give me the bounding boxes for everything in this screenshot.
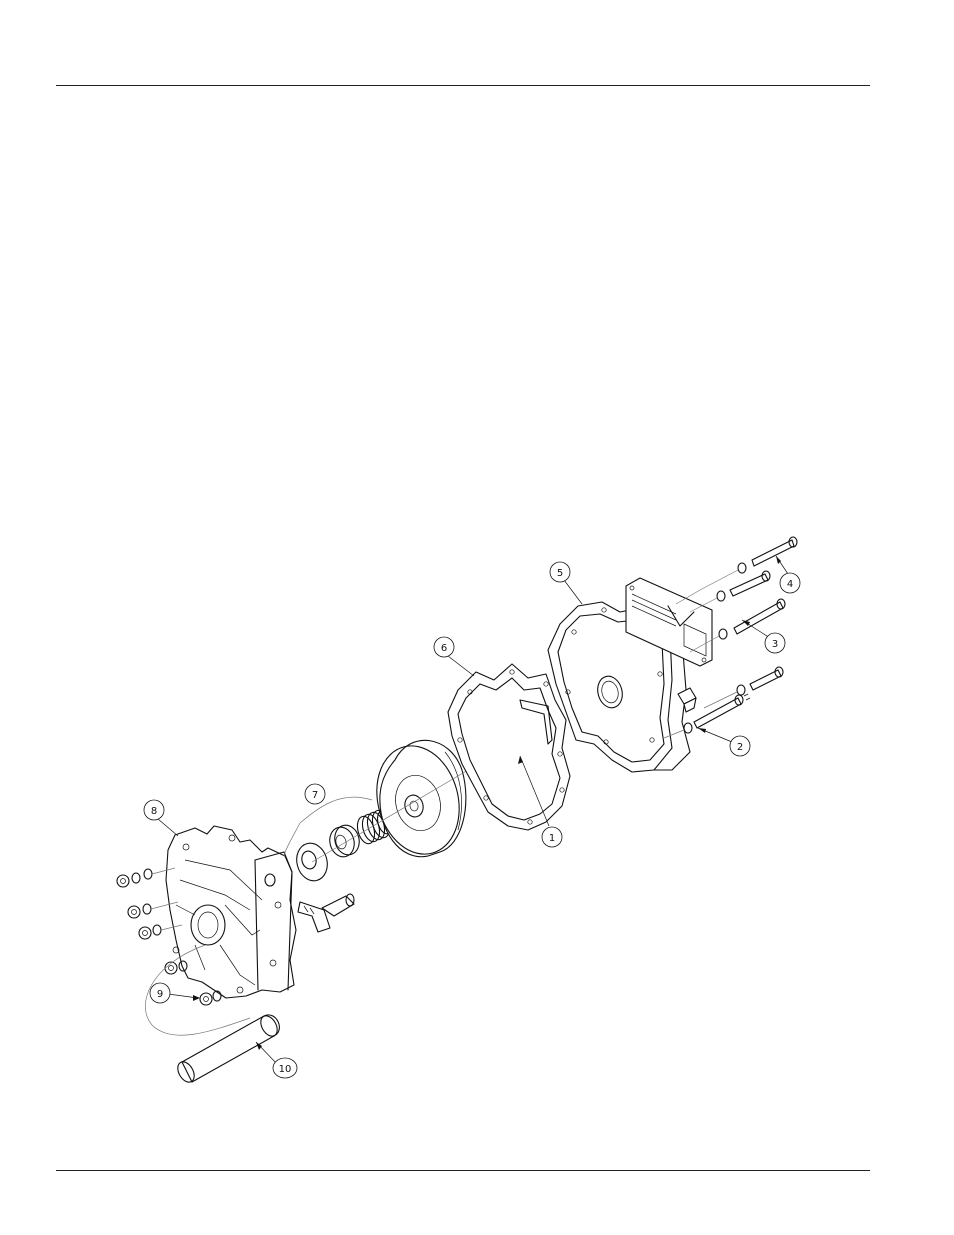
callout-10: 10 bbox=[256, 1042, 297, 1078]
callout-label: 5 bbox=[557, 568, 563, 579]
nut bbox=[165, 962, 177, 974]
callout-3: 3 bbox=[742, 620, 785, 653]
callout-7: 7 bbox=[305, 784, 325, 804]
pump-housing bbox=[166, 826, 296, 998]
callout-label: 4 bbox=[787, 579, 793, 590]
callout-label: 8 bbox=[151, 806, 157, 817]
callout-label: 2 bbox=[737, 742, 743, 753]
callout-label: 1 bbox=[549, 833, 555, 844]
pipe-plug bbox=[678, 688, 696, 712]
shaft-sleeve bbox=[174, 1013, 280, 1085]
washer bbox=[143, 904, 151, 914]
callout-label: 6 bbox=[441, 643, 447, 654]
callout-label: 3 bbox=[772, 639, 778, 650]
callout-label: 7 bbox=[312, 790, 318, 801]
washer bbox=[132, 873, 140, 883]
nut bbox=[200, 993, 212, 1005]
elbow-fitting bbox=[298, 894, 354, 932]
callout-2: 2 bbox=[698, 728, 750, 756]
nut bbox=[117, 875, 129, 887]
seal-assembly bbox=[293, 808, 395, 884]
callout-5: 5 bbox=[550, 562, 582, 604]
impeller bbox=[365, 737, 471, 864]
washer bbox=[153, 925, 161, 935]
callout-label: 9 bbox=[157, 989, 163, 1000]
nut bbox=[139, 927, 151, 939]
bolt bbox=[717, 571, 770, 601]
callout-6: 6 bbox=[434, 637, 474, 676]
bolt bbox=[738, 537, 797, 573]
bolt bbox=[737, 667, 783, 695]
assembly-path bbox=[284, 823, 300, 856]
callout-9: 9 bbox=[150, 983, 200, 1003]
nut bbox=[128, 906, 140, 918]
callout-8: 8 bbox=[144, 800, 178, 836]
callout-label: 10 bbox=[279, 1064, 292, 1075]
washer bbox=[144, 869, 152, 879]
callout-4: 4 bbox=[776, 556, 800, 593]
